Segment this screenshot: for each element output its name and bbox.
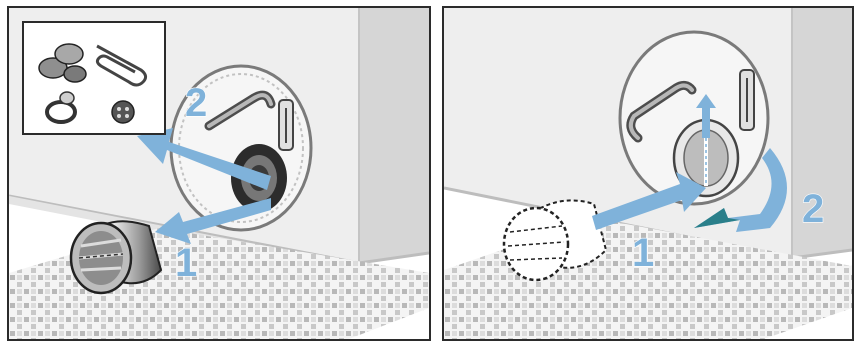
diagram-panel-remove-cover: 1 2 [7,6,431,341]
step-2-label: 2 [185,81,207,125]
pump-opening [620,32,768,204]
diagram-panel-replace-cover: 1 2 [442,6,854,341]
step-1-label: 1 [632,231,654,275]
step-1-label: 1 [175,241,197,285]
step-2-label: 2 [802,187,824,231]
left-illustration: 1 2 [9,8,429,339]
button-icon [112,101,134,123]
right-illustration: 1 2 [444,8,852,339]
foreign-objects-inset [23,22,165,134]
